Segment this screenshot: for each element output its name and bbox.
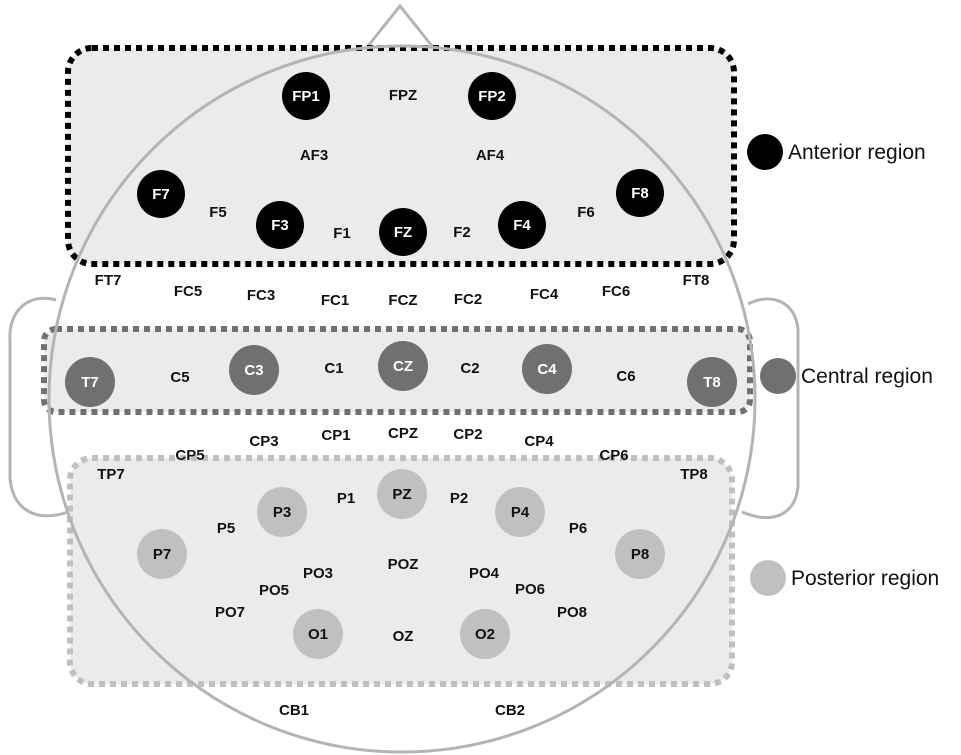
electrode-label: F2: [453, 224, 471, 241]
electrode-label: C6: [616, 368, 635, 385]
electrode-label: FT7: [95, 272, 122, 289]
electrode-label: PO5: [259, 582, 289, 599]
electrode-dot: [379, 208, 427, 256]
electrode-label: FP2: [478, 88, 506, 105]
electrode-dot: [137, 170, 185, 218]
electrode-label: FZ: [394, 224, 412, 241]
electrode-dot: [293, 609, 343, 659]
electrode-label: TP7: [97, 466, 125, 483]
electrode-label: CP4: [524, 433, 554, 450]
head-outline: [47, 44, 757, 754]
anterior-region-box: [65, 45, 737, 267]
electrode-label: F7: [152, 186, 170, 203]
legend-label-anterior: Anterior region: [788, 141, 926, 164]
electrode-label: P4: [511, 504, 530, 521]
other-electrodes: FPZ AF3 AF4 F5 F1 F2 F6 FT7 FC5 FC3 FC1 …: [95, 87, 710, 719]
electrode-label: F1: [333, 225, 351, 242]
electrode-label: P6: [569, 520, 587, 537]
electrode-label: P3: [273, 504, 291, 521]
right-ear-outline: [741, 297, 800, 519]
electrode-dot: [468, 72, 516, 120]
electrode-dot: [137, 529, 187, 579]
electrode-dot: [65, 357, 115, 407]
posterior-region-box: [67, 455, 735, 687]
posterior-electrodes: P3 PZ P4 P7 P8 O1 O2: [137, 469, 665, 659]
electrode-label: CP5: [175, 447, 204, 464]
electrode-label: P2: [450, 490, 468, 507]
electrode-label: PO3: [303, 565, 333, 582]
electrode-label: F8: [631, 185, 649, 202]
electrode-label: PO4: [469, 565, 500, 582]
electrode-dot: [377, 469, 427, 519]
electrode-dot: [257, 487, 307, 537]
legend: Anterior region Central region Posterior…: [747, 134, 939, 596]
electrode-label: P5: [217, 520, 235, 537]
electrode-label: FP1: [292, 88, 320, 105]
electrode-label: TP8: [680, 466, 708, 483]
electrode-label: F3: [271, 217, 289, 234]
electrode-label: T8: [703, 374, 721, 391]
electrode-label: AF3: [300, 147, 328, 164]
electrode-label: PO6: [515, 581, 545, 598]
electrode-dot: [615, 529, 665, 579]
electrode-label: CPZ: [388, 425, 418, 442]
electrode-label: FPZ: [389, 87, 417, 104]
legend-swatch-posterior: [750, 560, 786, 596]
electrode-label: CP6: [599, 447, 628, 464]
electrode-dot: [378, 341, 428, 391]
electrode-label: FC3: [247, 287, 275, 304]
electrode-label: F6: [577, 204, 595, 221]
electrode-label: F5: [209, 204, 227, 221]
electrode-dot: [229, 345, 279, 395]
electrode-label: CZ: [393, 358, 413, 375]
electrode-label: CB2: [495, 702, 525, 719]
electrode-label: CB1: [279, 702, 309, 719]
electrode-label: C3: [244, 362, 263, 379]
electrode-dot: [282, 72, 330, 120]
electrode-label: O1: [308, 626, 328, 643]
electrode-label: P1: [337, 490, 355, 507]
legend-swatch-central: [760, 358, 796, 394]
electrode-label: C2: [460, 360, 479, 377]
electrode-label: CP3: [249, 433, 278, 450]
electrode-label: C1: [324, 360, 343, 377]
electrode-dot: [498, 201, 546, 249]
electrode-label: PZ: [392, 486, 411, 503]
electrode-dot: [460, 609, 510, 659]
electrode-label: FC1: [321, 292, 349, 309]
legend-swatch-anterior: [747, 134, 783, 170]
electrode-label: FC4: [530, 286, 559, 303]
anterior-electrodes: FP1 FP2 F7 F3 FZ F4 F8: [137, 72, 664, 256]
electrode-label: PO7: [215, 604, 245, 621]
legend-label-central: Central region: [801, 365, 933, 388]
electrode-label: POZ: [388, 556, 419, 573]
electrode-label: C5: [170, 369, 189, 386]
central-electrodes: T7 C3 CZ C4 T8: [65, 341, 737, 407]
electrode-label: OZ: [393, 628, 414, 645]
electrode-label: FC2: [454, 291, 482, 308]
electrode-label: O2: [475, 626, 495, 643]
electrode-dot: [616, 169, 664, 217]
electrode-label: T7: [81, 374, 99, 391]
legend-label-posterior: Posterior region: [791, 567, 939, 590]
electrode-label: FT8: [683, 272, 710, 289]
electrode-dot: [687, 357, 737, 407]
electrode-label: F4: [513, 217, 531, 234]
electrode-dot: [522, 344, 572, 394]
left-ear-outline: [8, 296, 69, 518]
electrode-dot: [256, 201, 304, 249]
electrode-label: PO8: [557, 604, 587, 621]
electrode-label: CP2: [453, 426, 482, 443]
electrode-label: P8: [631, 546, 649, 563]
electrode-label: FCZ: [388, 292, 417, 309]
electrode-label: FC6: [602, 283, 630, 300]
electrode-dot: [495, 487, 545, 537]
electrode-label: P7: [153, 546, 171, 563]
electrode-label: C4: [537, 361, 557, 378]
electrode-label: FC5: [174, 283, 202, 300]
electrode-label: CP1: [321, 427, 350, 444]
electrode-label: AF4: [476, 147, 505, 164]
